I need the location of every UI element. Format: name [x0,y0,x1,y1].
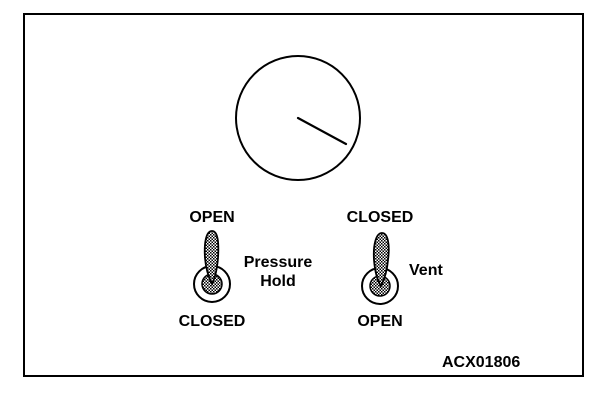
vent-valve-handle [372,232,390,288]
vent-open-label: OPEN [357,313,403,330]
pressure-hold-valve [193,230,231,303]
pressure-hold-valve-handle [203,230,220,287]
figure-id: ACX01806 [442,354,521,371]
pressure-hold-valve-label: Pressure Hold [243,254,313,290]
vent-valve-label: Vent [409,262,443,279]
pressure-hold-closed-label: CLOSED [178,313,246,330]
gauge-needle [296,116,348,146]
vent-valve [361,232,399,305]
pressure-gauge [235,55,361,181]
pressure-hold-open-label: OPEN [189,209,235,226]
vent-closed-label: CLOSED [346,209,414,226]
